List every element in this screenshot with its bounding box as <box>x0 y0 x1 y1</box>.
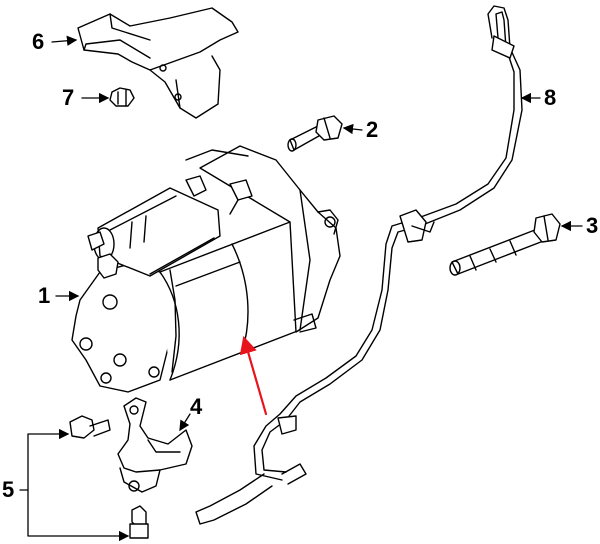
leader-5-upper <box>19 428 70 491</box>
callout-4: 4 <box>190 394 203 419</box>
leader-2 <box>342 123 363 135</box>
callout-3: 3 <box>586 213 599 238</box>
starter-motor-part-1 <box>71 145 341 393</box>
clip-nut-part-7 <box>109 87 135 107</box>
leader-lines <box>19 35 583 542</box>
bracket-part-4 <box>117 397 193 493</box>
hose-part-8 <box>195 5 523 525</box>
callout-2: 2 <box>366 117 379 142</box>
leader-4 <box>179 413 191 432</box>
leader-5-lower <box>27 489 130 542</box>
highlight-arrow <box>239 335 268 416</box>
bolt-part-5-upper <box>69 415 111 439</box>
callout-6: 6 <box>32 29 45 54</box>
bolt-part-2 <box>287 115 343 152</box>
long-bolt-part-3 <box>449 213 561 276</box>
callout-7: 7 <box>62 85 75 110</box>
heat-shield-part-6 <box>77 7 239 119</box>
leader-6 <box>51 35 78 46</box>
callout-1: 1 <box>38 283 51 308</box>
callout-8: 8 <box>544 85 557 110</box>
bolt-part-5-lower <box>129 505 149 539</box>
callout-5: 5 <box>2 477 15 502</box>
